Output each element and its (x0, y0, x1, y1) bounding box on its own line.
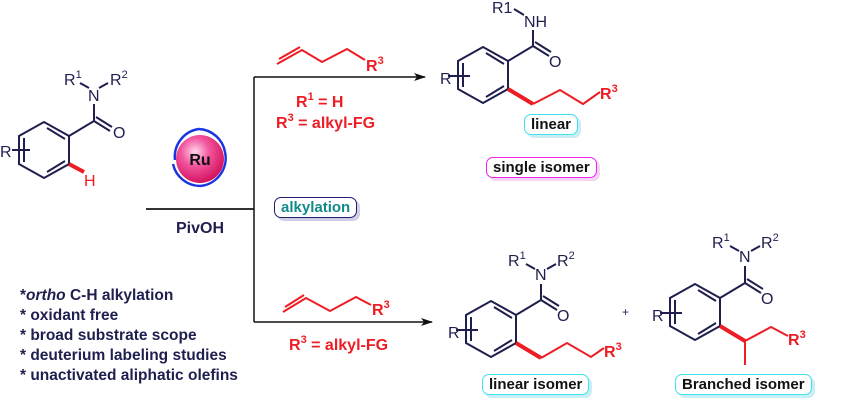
bottom-linear-n-label: N (535, 267, 547, 284)
top-product-r1-label: R1 (492, 0, 513, 17)
feature-item: * deuterium labeling studies (20, 347, 227, 364)
top-condition-r1: R1 = H (296, 91, 343, 111)
feature-item: * oxidant free (20, 307, 119, 324)
top-product-r-label: R (440, 71, 452, 88)
branched-r-label: R (652, 308, 664, 325)
branched-r1: R1 (712, 232, 730, 252)
branched-r2: R2 (761, 232, 779, 252)
feature-item: * unactivated aliphatic olefins (20, 367, 238, 384)
bottom-olefin-r3: R3 (372, 299, 390, 319)
branched-chain (744, 325, 789, 342)
bottom-olefin (282, 294, 372, 313)
bottom-linear-r2: R2 (557, 250, 575, 270)
bottom-linear-r3: R3 (604, 341, 622, 361)
ch-bond-highlight (68, 162, 85, 174)
ru-label: Ru (189, 152, 210, 169)
feature-item: *ortho C-H alkylation (20, 287, 174, 304)
bottom-linear-bond-highlight (514, 341, 543, 360)
branched-isomer-tag: Branched isomer (675, 374, 812, 395)
carbonyl-bond (68, 120, 95, 137)
sm-r-label: R (0, 144, 12, 161)
branched-n-label: N (739, 249, 751, 266)
top-product-bond-highlight (506, 87, 535, 106)
sm-n-label: N (88, 88, 100, 105)
bottom-linear-structure (456, 263, 560, 359)
bottom-linear-r-label: R (448, 325, 460, 342)
sm-r2-label: R2 (110, 69, 128, 89)
ru-catalyst (171, 127, 227, 188)
feature-list: *ortho C-H alkylation * oxidant free * b… (20, 286, 238, 386)
alkylation-tag: alkylation (274, 197, 358, 218)
branched-bond-highlight (718, 324, 747, 343)
top-olefin-r3: R3 (366, 55, 384, 75)
sm-h-label: H (84, 173, 96, 190)
sm-o-label: O (113, 125, 125, 142)
bottom-linear-chain (540, 341, 605, 359)
additive-label: PivOH (176, 220, 224, 237)
top-product-nh-label: NH (524, 14, 547, 31)
ru-sphere (176, 135, 224, 183)
bottom-condition-r3: R3 = alkyl-FG (289, 334, 388, 354)
bottom-linear-r1: R1 (508, 250, 526, 270)
linear-isomer-tag: linear isomer (482, 374, 590, 395)
top-condition-r3: R3 = alkyl-FG (276, 112, 375, 132)
branched-r3: R3 (788, 329, 806, 349)
plus-sign: + (622, 305, 629, 319)
branched-o-label: O (761, 291, 773, 308)
linear-tag: linear (524, 114, 579, 135)
top-product-r3: R3 (600, 83, 618, 103)
bottom-linear-o-label: O (557, 308, 569, 325)
top-product-o-label: O (549, 54, 561, 71)
feature-item: * broad substrate scope (20, 327, 197, 344)
single-isomer-tag: single isomer (486, 157, 597, 178)
sm-r1-label: R1 (64, 69, 82, 89)
top-product-chain (532, 88, 601, 106)
top-olefin (276, 46, 366, 65)
